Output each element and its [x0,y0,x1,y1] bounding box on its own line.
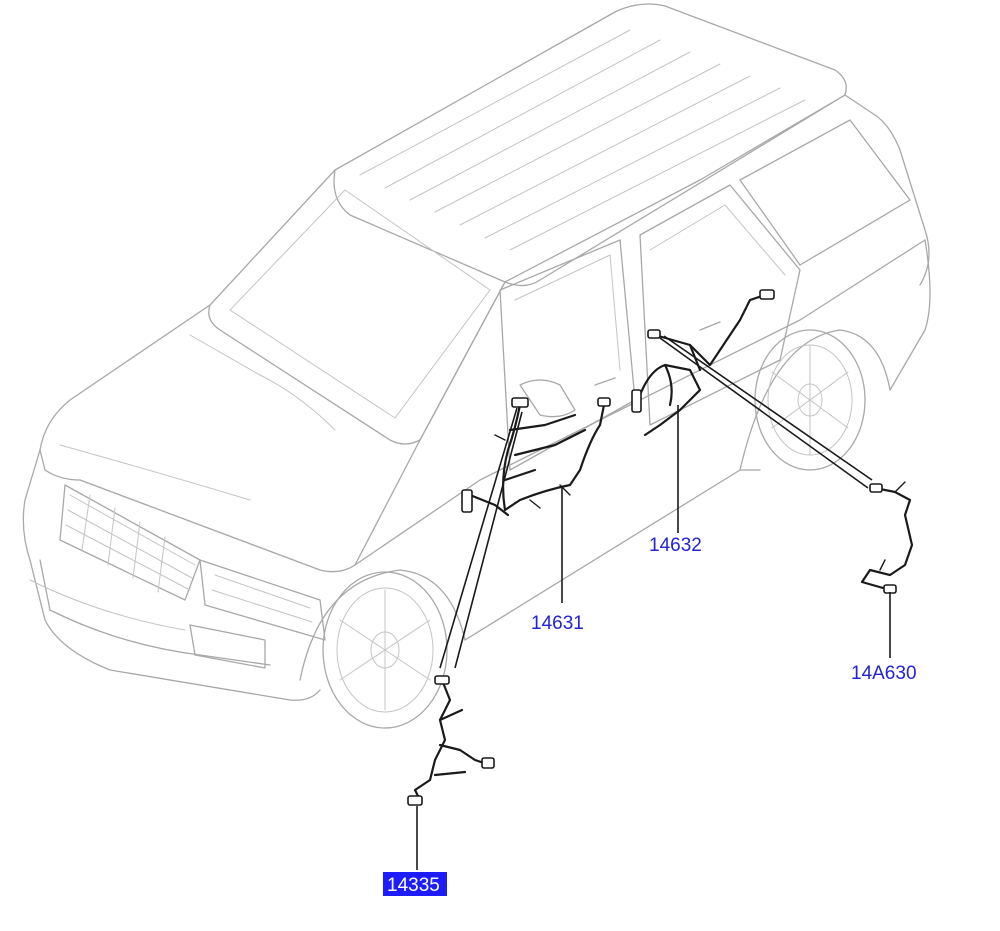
front-door-harness [461,397,611,517]
callout-14A630[interactable]: 14A630 [851,663,917,684]
callout-14631[interactable]: 14631 [531,613,584,634]
callout-label: 14631 [531,613,584,634]
callout-label: 14335 [387,875,440,896]
vehicle-outline [22,3,931,729]
callout-14632[interactable]: 14632 [649,535,702,556]
detached-front-harness [407,675,495,806]
leader-lines [416,335,891,870]
callout-14335-selected[interactable]: 14335 [383,872,447,896]
selected-highlight [383,872,447,896]
detached-rear-harness [860,481,914,594]
callout-label: 14A630 [851,663,917,684]
callout-label: 14632 [649,535,702,556]
rear-door-harness [631,289,775,437]
